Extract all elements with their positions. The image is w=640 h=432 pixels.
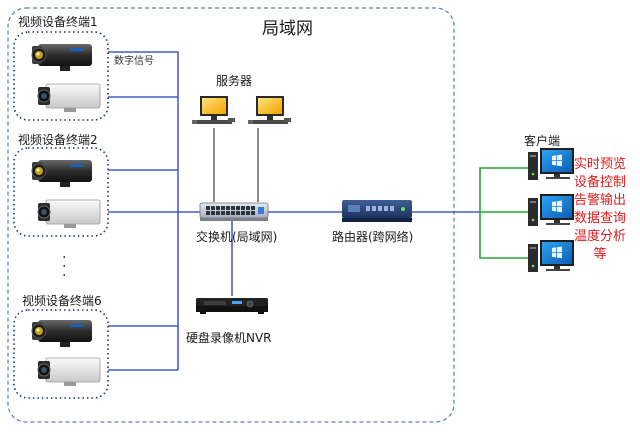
router-label: 路由器(跨网络): [332, 230, 414, 244]
client-label: 客户端: [524, 134, 561, 148]
terminal-group-1: [13, 31, 109, 121]
box-camera-icon: [37, 199, 101, 229]
function-item: 等: [593, 247, 607, 262]
nvr-label: 硬盘录像机NVR: [186, 331, 272, 345]
router-icon: [342, 200, 412, 222]
thermal-camera-icon: [31, 43, 93, 72]
thermal-camera-icon: [31, 319, 93, 348]
function-item: 数据查询: [574, 211, 627, 226]
client-computer-icon: [528, 240, 574, 272]
nvr-recorder-icon: [196, 298, 268, 314]
server-label: 服务器: [216, 74, 253, 88]
digital-signal-label: 数字信号: [114, 56, 154, 67]
function-item: 告警输出: [574, 193, 627, 208]
terminal-group-6: [13, 309, 109, 399]
client-computer-icon: [528, 194, 574, 226]
server-links: [213, 128, 259, 202]
client-computer-icon: [528, 148, 574, 180]
box-camera-icon: [37, 83, 101, 113]
server-computer-icon: [248, 96, 291, 124]
lan-boundary: [7, 7, 455, 423]
terminal-label-1: 视频设备终端1: [18, 15, 98, 29]
terminal-group-2: [13, 147, 109, 237]
function-item: 设备控制: [574, 175, 627, 190]
client-functions: 实时预览 设备控制 告警输出 数据查询 温度分析 等: [574, 156, 626, 264]
switch-label: 交换机(局域网): [196, 230, 278, 244]
ellipsis-dots: · · ·: [62, 250, 67, 284]
box-camera-icon: [37, 357, 101, 387]
lan-title: 局域网: [262, 19, 313, 39]
network-switch-icon: [199, 202, 269, 221]
server-computer-icon: [192, 96, 235, 124]
thermal-camera-icon: [31, 159, 93, 188]
function-item: 温度分析: [574, 229, 627, 244]
camera-links: [108, 51, 480, 371]
function-item: 实时预览: [574, 157, 627, 172]
terminal-label-6: 视频设备终端6: [22, 294, 102, 308]
terminal-label-2: 视频设备终端2: [18, 133, 98, 147]
client-links: [479, 167, 528, 259]
